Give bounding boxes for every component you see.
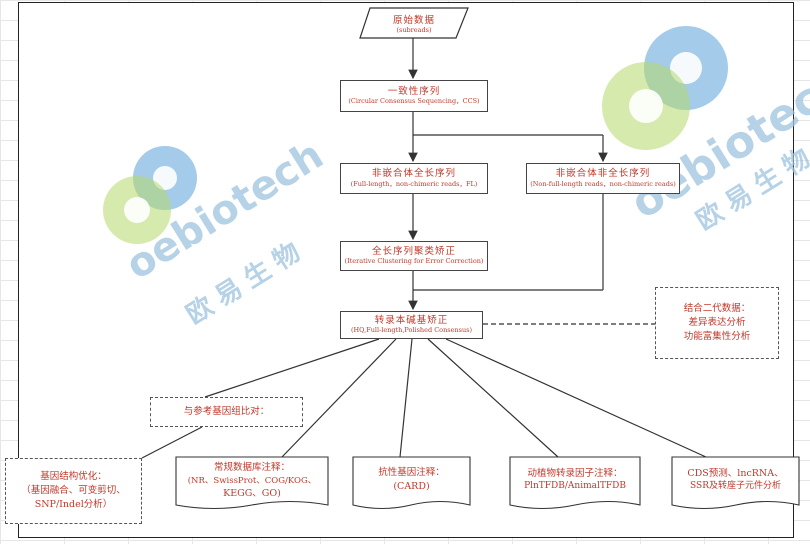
watermark-logo-right [594, 20, 734, 160]
edge-polished-to-tf [427, 338, 559, 458]
raw-data-title: 原始数据 [392, 15, 435, 26]
doc-card: 抗性基因注释： (CARD) [353, 460, 470, 500]
node-ccs: 一致性序列 (Circular Consensus Sequencing，CCS… [340, 80, 488, 112]
reference-line-1: 与参考基因组比对： [183, 406, 270, 418]
second-gen-line-1: 结合二代数据： [683, 303, 751, 315]
second-gen-line-3: 功能富集性分析 [683, 330, 751, 342]
flnc-title: 非嵌合体全长序列 [371, 168, 456, 180]
edge-reference-to-structure [141, 426, 203, 459]
structure-line-2: （基因融合、可变剪切、 [21, 485, 126, 497]
node-iterative: 全长序列聚类矫正 (Iterative Clustering for Error… [340, 241, 488, 271]
doc-db: 常规数据库注释： (NR、SwissProt、COG/KOG、 KEGG、GO) [176, 460, 328, 502]
db-line-3: KEGG、GO) [223, 488, 281, 500]
db-line-2: (NR、SwissProt、COG/KOG、 [187, 475, 317, 486]
node-raw-data: 原始数据 (subreads) [360, 8, 468, 38]
box-reference: 与参考基因组比对： [150, 397, 303, 427]
card-line-2: (CARD) [393, 481, 430, 492]
edge-polished-to-card [399, 338, 413, 458]
ccs-title: 一致性序列 [387, 85, 441, 97]
flnc-subtitle: (Full-length，non-chimeric reads，FL) [350, 179, 478, 188]
node-flnc: 非嵌合体全长序列 (Full-length，non-chimeric reads… [340, 163, 488, 194]
polished-title: 转录本碱基矫正 [374, 314, 449, 326]
second-gen-line-2: 差异表达分析 [688, 317, 746, 329]
doc-shape-cds [671, 456, 800, 510]
structure-line-1: 基因结构优化： [40, 471, 107, 483]
tf-line-2: PlnTFDB/AnimalTFDB [524, 481, 626, 492]
iterative-title: 全长序列聚类矫正 [371, 245, 456, 257]
db-line-1: 常规数据库注释： [213, 462, 290, 474]
structure-line-3: SNP/Indel分析） [34, 498, 113, 510]
box-second-gen: 结合二代数据： 差异表达分析 功能富集性分析 [655, 287, 779, 359]
doc-shape-tf [509, 456, 641, 510]
node-nfl: 非嵌合体非全长序列 (Non-full-length reads，non-chi… [526, 163, 680, 194]
polished-subtitle: (HQ,Full-length,Polished Consensus) [350, 326, 473, 335]
iterative-subtitle: (Iterative Clustering for Error Correcti… [344, 257, 484, 266]
watermark-logo-left [95, 140, 205, 250]
cds-line-2: SSR及转座子元件分析 [690, 481, 781, 492]
logo-rings-icon [103, 146, 197, 244]
doc-cds: CDS预测、lncRNA、 SSR及转座子元件分析 [672, 460, 799, 500]
raw-data-shape [359, 7, 469, 39]
edge-polished-to-reference [204, 338, 380, 398]
nfl-title: 非嵌合体非全长序列 [555, 168, 651, 180]
card-line-1: 抗性基因注释： [378, 467, 445, 479]
edge-polished-to-cds [445, 338, 707, 458]
cds-line-1: CDS预测、lncRNA、 [687, 467, 784, 479]
ccs-subtitle: (Circular Consensus Sequencing，CCS) [348, 97, 480, 106]
doc-tf: 动植物转录因子注释： PlnTFDB/AnimalTFDB [510, 460, 640, 500]
doc-shape-db [175, 456, 329, 510]
logo-rings-icon [602, 26, 728, 150]
node-polished: 转录本碱基矫正 (HQ,Full-length,Polished Consens… [340, 311, 483, 339]
tf-line-1: 动植物转录因子注释： [527, 467, 623, 479]
edge-polished-to-db [281, 338, 397, 458]
raw-data-subtitle: (subreads) [396, 26, 432, 34]
nfl-subtitle: (Non-full-length reads，non-chimeric read… [530, 179, 676, 188]
box-structure: 基因结构优化： （基因融合、可变剪切、 SNP/Indel分析） [5, 458, 142, 524]
doc-shape-card [352, 456, 471, 510]
